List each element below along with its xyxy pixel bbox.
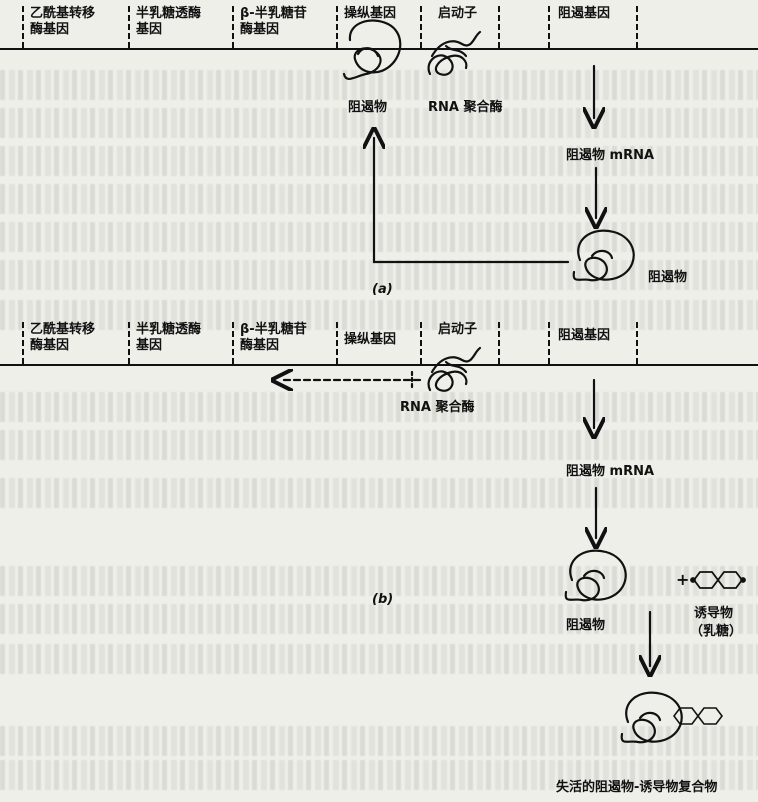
repressor-gene-label: 阻遏基因 xyxy=(558,328,611,343)
promoter-label: 启动子 xyxy=(438,322,478,337)
panel-b-gene-strip: 乙酰基转移 酶基因 半乳糖透酶 基因 β-半乳糖苷 酶基因 操纵基因 启动子 阻… xyxy=(0,322,758,368)
repressor-on-operator-label: 阻遏物 xyxy=(348,100,388,115)
rna-polymerase-icon xyxy=(427,346,482,392)
repressor-label: 阻遏物 xyxy=(648,270,688,285)
gene-acetyltransferase-label: 乙酰基转移 酶基因 xyxy=(30,322,96,353)
rna-polymerase-icon xyxy=(427,30,482,76)
repressor-label: 阻遏物 xyxy=(566,618,606,633)
rna-polymerase-label: RNA 聚合酶 xyxy=(428,100,503,115)
inactive-complex-icon xyxy=(620,691,723,744)
operator-label: 操纵基因 xyxy=(344,332,397,347)
repressor-icon xyxy=(572,229,635,282)
inactive-complex-label: 失活的阻遏物-诱导物复合物 xyxy=(556,780,718,795)
repressor-gene-label: 阻遏基因 xyxy=(558,6,611,21)
promoter-label: 启动子 xyxy=(438,6,478,21)
gene-permease-label: 半乳糖透酶 基因 xyxy=(136,322,202,353)
rna-polymerase-label: RNA 聚合酶 xyxy=(400,400,475,415)
inducer-lactose-icon xyxy=(690,571,746,589)
gene-permease-label: 半乳糖透酶 基因 xyxy=(136,6,202,37)
gene-galactosidase-label: β-半乳糖苷 酶基因 xyxy=(240,6,307,37)
repressor-mrna-label: 阻遏物 mRNA xyxy=(566,148,655,163)
operator-label: 操纵基因 xyxy=(344,6,397,21)
inducer-sublabel: （乳糖） xyxy=(690,624,743,639)
panel-b-caption: (b) xyxy=(372,592,394,607)
panel-a-caption: (a) xyxy=(372,282,393,297)
repressor-on-operator-icon xyxy=(342,19,402,81)
panel-a-gene-strip: 乙酰基转移 酶基因 半乳糖透酶 基因 β-半乳糖苷 酶基因 操纵基因 启动子 阻… xyxy=(0,6,758,52)
inducer-label: 诱导物 xyxy=(694,606,734,621)
plus-sign: + xyxy=(676,570,690,589)
gene-galactosidase-label: β-半乳糖苷 酶基因 xyxy=(240,322,307,353)
repressor-icon xyxy=(564,549,627,602)
gene-acetyltransferase-label: 乙酰基转移 酶基因 xyxy=(30,6,96,37)
repressor-mrna-label: 阻遏物 mRNA xyxy=(566,464,655,479)
